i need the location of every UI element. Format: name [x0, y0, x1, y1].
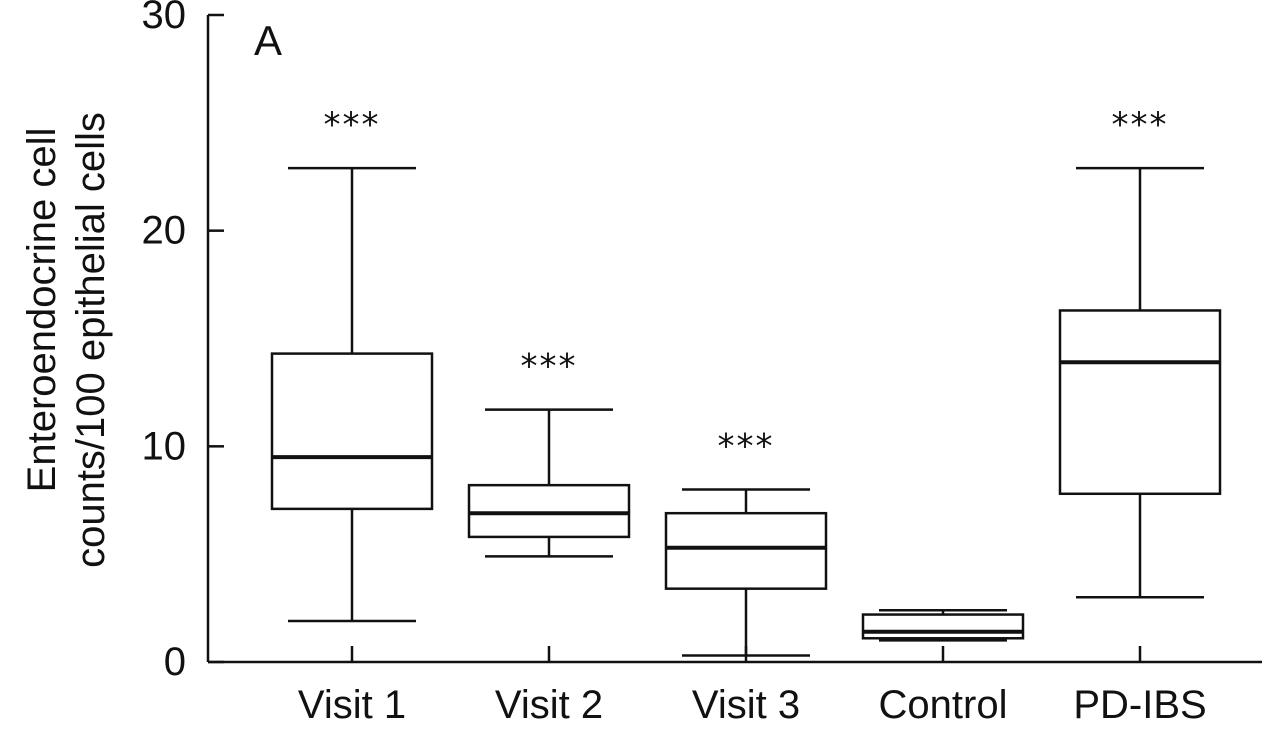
x-tick-label-5: PD-IBS: [1073, 683, 1206, 727]
box-1: ***: [270, 105, 434, 623]
boxes: *** *** *** ***: [270, 105, 1222, 657]
x-tick-label-4: Control: [879, 683, 1008, 727]
significance-marker-1: ***: [324, 105, 381, 145]
significance-marker-5: ***: [1112, 105, 1169, 145]
interquartile-box: [467, 483, 631, 539]
box-4: [861, 608, 1025, 642]
y-tick-label-20: 20: [142, 209, 187, 253]
y-tick-label-10: 10: [142, 424, 187, 468]
y-tick-label-0: 0: [164, 640, 186, 684]
interquartile-box: [1058, 309, 1222, 496]
x-tick-label-3: Visit 3: [692, 683, 800, 727]
box-2: ***: [467, 347, 631, 558]
box-3: ***: [664, 426, 828, 657]
interquartile-box: [861, 613, 1025, 640]
significance-marker-2: ***: [521, 347, 578, 387]
y-axis-label: Enteroendocrine cell counts/100 epitheli…: [20, 112, 113, 568]
y-tick-label-30: 30: [142, 0, 187, 37]
x-tick-label-2: Visit 2: [495, 683, 603, 727]
interquartile-box: [270, 352, 434, 511]
box-5: ***: [1058, 105, 1222, 599]
interquartile-box: [664, 511, 828, 590]
y-axis-label-line-1: Enteroendocrine cell: [20, 128, 64, 493]
significance-marker-3: ***: [718, 426, 775, 466]
panel-label: A: [254, 17, 282, 64]
y-axis-label-line-2: counts/100 epithelial cells: [69, 112, 113, 568]
x-tick-label-1: Visit 1: [298, 683, 406, 727]
